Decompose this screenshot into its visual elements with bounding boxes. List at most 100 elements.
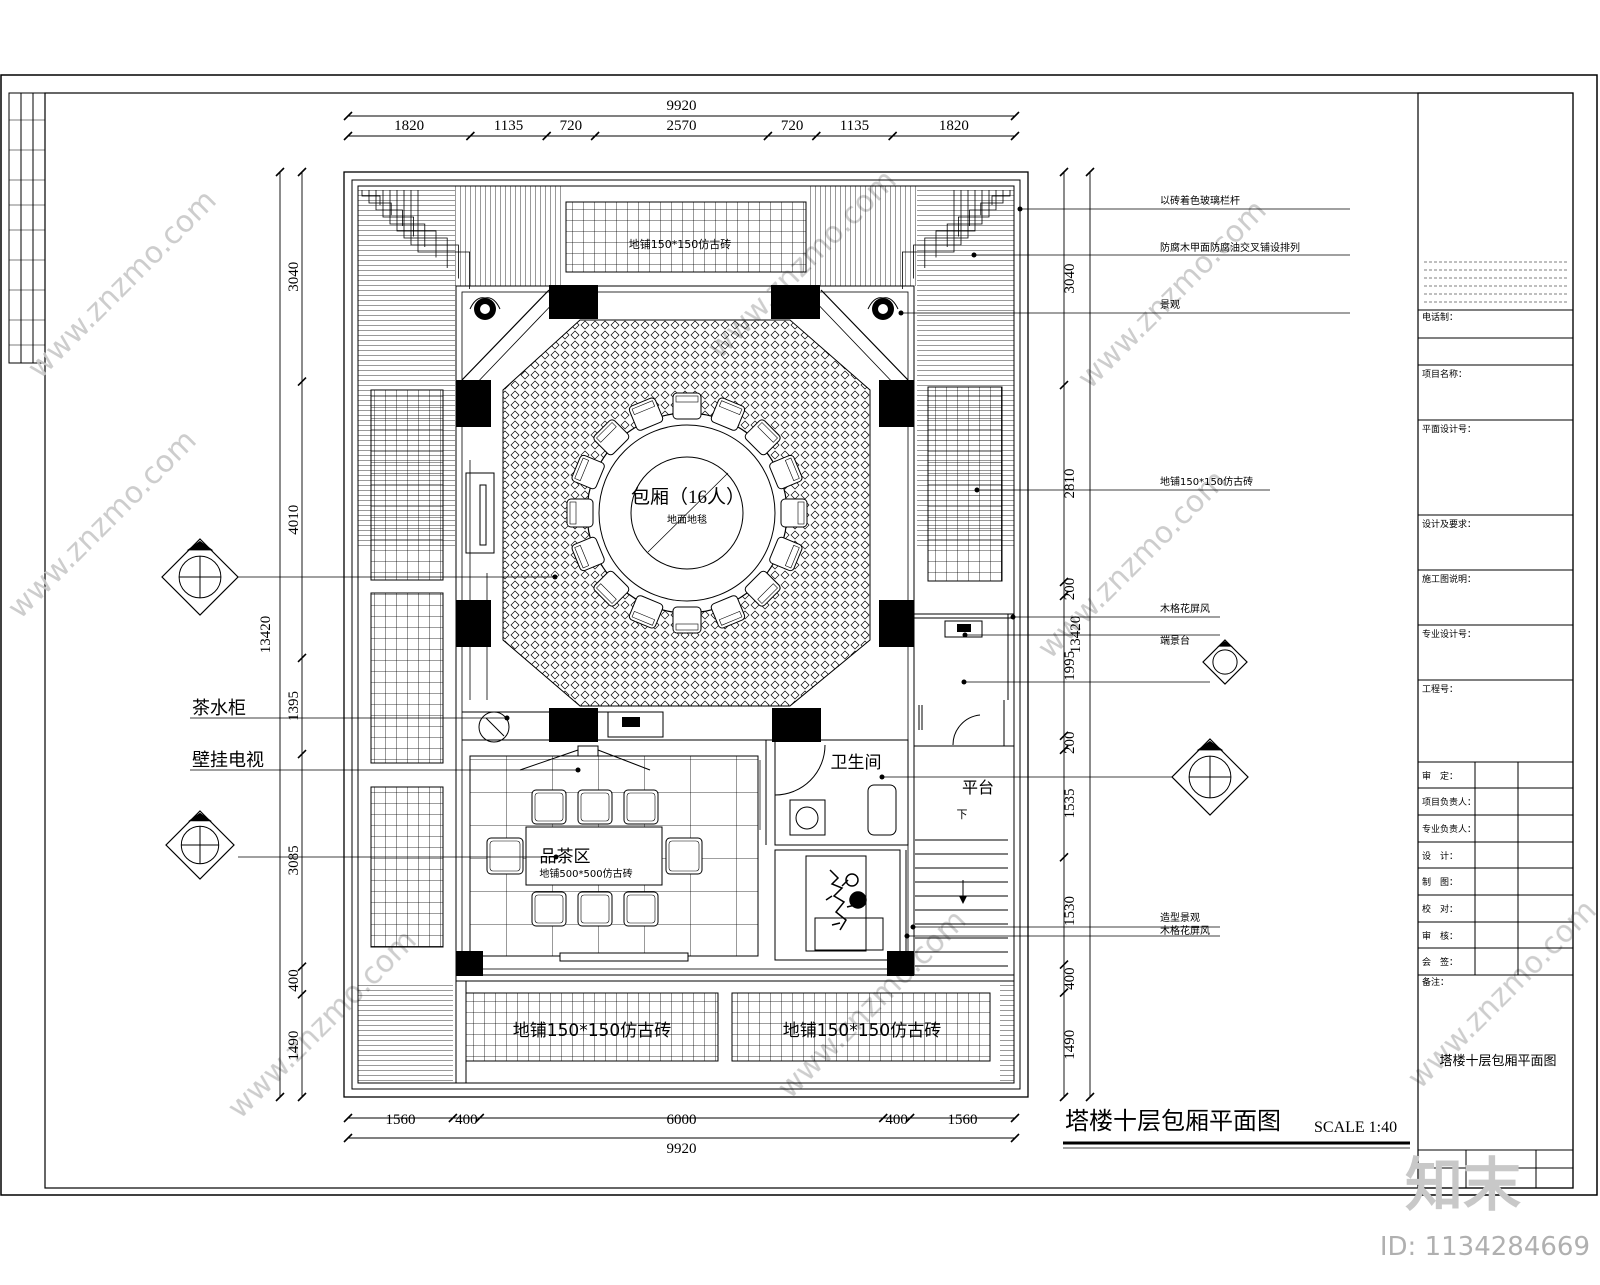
dimension-label: 9920 bbox=[667, 1141, 697, 1157]
bottom-tile-left bbox=[465, 992, 719, 1062]
tb-notes-label: 备注： bbox=[1422, 976, 1449, 988]
chair bbox=[566, 498, 594, 528]
chair bbox=[769, 536, 803, 572]
chair bbox=[665, 837, 703, 875]
left-tile-strip bbox=[370, 592, 444, 764]
plant-icon bbox=[825, 869, 867, 931]
callout-label: 造型景观 bbox=[1160, 911, 1200, 924]
chair bbox=[577, 789, 613, 825]
chair bbox=[780, 498, 808, 528]
right-tile-strip bbox=[927, 386, 1003, 582]
top-floor-label: 地铺150*150仿古砖 bbox=[629, 237, 732, 251]
tb-signoff-label: 审 核： bbox=[1422, 930, 1458, 942]
dimension-label: 1560 bbox=[385, 1112, 415, 1128]
chair bbox=[744, 419, 781, 456]
callout-label: 木格花屏风 bbox=[1160, 924, 1210, 937]
tb-signoff-label: 校 对： bbox=[1422, 903, 1458, 915]
elevation-marker bbox=[1202, 639, 1248, 685]
chair bbox=[593, 570, 630, 607]
dimension-label: 1560 bbox=[948, 1112, 978, 1128]
dimension-label: 2570 bbox=[667, 118, 697, 134]
tb-label: 设计及要求： bbox=[1422, 518, 1476, 530]
dimension-label: 4010 bbox=[286, 505, 302, 535]
elevation-marker bbox=[165, 810, 235, 880]
chair bbox=[623, 891, 659, 927]
chair bbox=[769, 454, 803, 490]
bottom-floor-right-label: 地铺150*150仿古砖 bbox=[783, 1021, 941, 1041]
plant-icon bbox=[867, 297, 899, 320]
chair bbox=[710, 397, 746, 431]
dimension-label: 3040 bbox=[1062, 264, 1078, 294]
chair bbox=[744, 570, 781, 607]
elevation-marker bbox=[1171, 738, 1249, 816]
title-block bbox=[1417, 92, 1574, 1189]
callout-label: 端景台 bbox=[1160, 634, 1190, 647]
tb-label: 平面设计号： bbox=[1422, 423, 1476, 435]
callout-label: 以砖着色玻璃栏杆 bbox=[1160, 194, 1240, 207]
chair bbox=[486, 837, 524, 875]
chair bbox=[577, 891, 613, 927]
stair-down-label: 下 bbox=[957, 809, 968, 821]
outer-frame bbox=[0, 74, 1598, 1196]
dimension-label: 720 bbox=[781, 118, 804, 134]
elevation-marker bbox=[161, 538, 239, 616]
chair bbox=[531, 891, 567, 927]
dimension-label: 6000 bbox=[667, 1112, 697, 1128]
dimensions bbox=[275, 111, 1095, 1143]
tb-signoff-label: 专业负责人： bbox=[1422, 823, 1476, 835]
dimension-label: 9920 bbox=[667, 98, 697, 114]
dimension-label: 1820 bbox=[939, 118, 969, 134]
chair bbox=[593, 419, 630, 456]
dimension-label: 2810 bbox=[1062, 468, 1078, 498]
watermark-text: www.znzmo.com bbox=[1, 423, 204, 626]
callout-label: 木格花屏风 bbox=[1160, 602, 1210, 615]
tea-area-label: 品茶区 bbox=[540, 847, 591, 866]
chair bbox=[571, 536, 605, 572]
dimension-label: 3085 bbox=[286, 845, 302, 875]
tb-label: 工程号： bbox=[1422, 684, 1458, 695]
tb-signoff-label: 设 计： bbox=[1422, 850, 1458, 862]
brand-watermark: 知末 bbox=[1405, 1151, 1521, 1219]
tea-table bbox=[525, 826, 663, 886]
tb-signoff-label: 项目负责人： bbox=[1422, 796, 1476, 808]
chair bbox=[672, 392, 702, 420]
dimension-label: 1995 bbox=[1062, 651, 1078, 681]
washroom-label: 卫生间 bbox=[831, 753, 882, 772]
dimension-label: 400 bbox=[455, 1112, 478, 1128]
callout-leaders bbox=[190, 208, 1350, 937]
dimension-label: 400 bbox=[286, 969, 302, 992]
dimension-label: 1135 bbox=[840, 118, 869, 134]
floor-plan: 地铺150*150仿古砖 地铺150*150仿古砖 地铺150*150仿古砖 bbox=[343, 171, 1029, 1098]
drawing-scale: SCALE 1:40 bbox=[1314, 1119, 1397, 1136]
plant-icon bbox=[469, 297, 501, 320]
tb-label: 施工图说明： bbox=[1422, 573, 1476, 585]
title-block-labels: 电话制： 项目名称： 平面设计号： 设计及要求： 施工图说明： 专业设计号： 工… bbox=[1422, 311, 1476, 988]
tb-label: 专业设计号： bbox=[1422, 628, 1476, 640]
chair bbox=[672, 606, 702, 634]
left-tile-strip bbox=[370, 786, 444, 948]
dimension-label: 13420 bbox=[1068, 616, 1084, 654]
dimension-label: 13420 bbox=[258, 616, 274, 654]
top-tile-floor bbox=[565, 201, 807, 273]
sheet-name: 塔楼十层包厢平面图 bbox=[1439, 1054, 1556, 1069]
watermark-text: www.znzmo.com bbox=[1071, 193, 1274, 396]
watermark-text: www.znzmo.com bbox=[21, 183, 224, 386]
chair bbox=[710, 595, 746, 629]
tb-label: 项目名称： bbox=[1422, 368, 1467, 380]
chair bbox=[628, 595, 664, 629]
dimension-label: 1490 bbox=[286, 1031, 302, 1061]
dimension-label: 1530 bbox=[1062, 896, 1078, 926]
tea-cabinet-icon bbox=[478, 711, 510, 743]
dimension-label: 3040 bbox=[286, 262, 302, 292]
private-room-label: 包厢（16人） bbox=[631, 486, 745, 508]
drawing-title: 塔楼十层包厢平面图 bbox=[1065, 1108, 1281, 1135]
dimension-label: 400 bbox=[885, 1112, 908, 1128]
dimension-label: 1135 bbox=[494, 118, 523, 134]
dimension-label: 1490 bbox=[1062, 1030, 1078, 1060]
chair bbox=[623, 789, 659, 825]
title-block-notes bbox=[1421, 261, 1571, 305]
tea-cabinet-callout: 茶水柜 bbox=[192, 698, 246, 718]
dimension-label: 1820 bbox=[394, 118, 424, 134]
